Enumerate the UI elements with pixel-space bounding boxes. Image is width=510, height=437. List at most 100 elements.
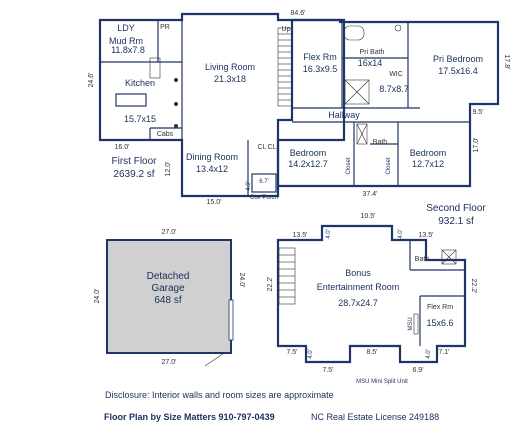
garage-label-2: Garage (151, 283, 185, 294)
bonus-outline (276, 224, 467, 364)
bath-shower (356, 123, 368, 145)
dim-bonus-left: 22.2' (267, 277, 274, 292)
garage-area: 648 sf (154, 295, 181, 306)
room-flex-rm: Flex Rm (303, 52, 337, 62)
first-floor-area: 2639.2 sf (113, 169, 154, 180)
room-cabs: Cabs (157, 131, 174, 138)
dim-garage-left: 24.0' (94, 289, 101, 304)
second-floor: Flex Rm 16.3x9.5 Pri Bath 16x14 WIC 8.7x… (258, 18, 510, 227)
dim-bonus-top: 10.5' (361, 213, 376, 220)
dim-bonus-notch-r: 4.0' (398, 229, 404, 239)
bonus-flex-rm: Flex Rm (427, 304, 453, 311)
room-bedroom-a-size: 14.2x12.7 (288, 159, 328, 169)
stairs-up (277, 27, 293, 107)
dim-bonus-bottom-mid: 8.5' (366, 349, 377, 356)
bonus-label-1: Bonus (345, 268, 371, 278)
dim-bonus-bottom-left-low: 7.5' (322, 367, 333, 374)
disclosure-text: Disclosure: Interior walls and room size… (105, 390, 334, 400)
dim-dining-left: 12.0' (165, 162, 172, 177)
dim-sf-right: 17.8' (503, 55, 510, 70)
dim-bonus-bottom-right: 7.1' (438, 349, 449, 356)
room-dining-size: 13.4x12 (196, 164, 228, 174)
dim-bonus-notch-l: 4.0' (326, 229, 332, 239)
room-bath: Bath (373, 139, 388, 146)
toilet (394, 24, 402, 32)
second-floor-area: 932.1 sf (438, 216, 474, 227)
room-mud-rm-size: 11.8x7.8 (111, 45, 145, 55)
bonus-stairs (278, 247, 296, 305)
first-floor-label: First Floor (112, 156, 158, 167)
dim-top-cut: 84.6' (291, 10, 306, 17)
room-living-size: 21.3x18 (214, 74, 246, 84)
dim-bonus-bottom-notch-r: 4.0' (426, 349, 432, 359)
dim-sf-right-step: 9.5' (472, 109, 483, 116)
room-wic-size: 8.7x8.7 (379, 84, 409, 94)
dim-porch-w: 6.7' (259, 179, 269, 185)
room-mud-rm: Mud Rm (109, 36, 143, 46)
second-floor-outline (276, 18, 500, 188)
dim-ff-left: 24.6' (88, 73, 95, 88)
garage-door-swing (204, 352, 225, 367)
bathtub (343, 25, 365, 41)
room-kitchen-size: 15.7x15 (124, 114, 156, 124)
bonus-room: Bonus Entertainment Room 28.7x24.7 Bath … (267, 213, 477, 385)
room-pr: PR (160, 24, 170, 31)
room-pri-bedroom: Pri Bedroom (433, 54, 483, 64)
license-text: NC Real Estate License 249188 (311, 412, 439, 422)
dim-bonus-bottom-left: 7.5' (286, 349, 297, 356)
room-ldy: LDY (117, 23, 135, 33)
dim-sf-bottom: 37.4' (363, 191, 378, 198)
column-marker (174, 78, 178, 82)
shower (344, 79, 370, 105)
garage-door (228, 299, 234, 341)
kitchen-island (115, 93, 147, 107)
dim-garage-bottom: 27.0' (162, 359, 177, 366)
dim-bonus-right: 22.2' (470, 279, 477, 294)
dim-bonus-top-left: 13.5' (293, 232, 308, 239)
room-cov-porch: Cov Porch (250, 195, 278, 201)
column-marker (174, 102, 178, 106)
room-dining: Dining Room (186, 152, 238, 162)
dim-bonus-top-right: 13.5' (419, 232, 434, 239)
garage-label-1: Detached (147, 271, 190, 282)
room-kitchen: Kitchen (125, 78, 155, 88)
room-bedroom-b: Bedroom (410, 148, 447, 158)
dim-bonus-bottom-notch-l: 4.0' (308, 349, 314, 359)
bonus-flex-rm-size: 15x6.6 (426, 318, 453, 328)
room-closet-a: Closet (346, 157, 352, 174)
dim-kitchen-bottom: 16.0' (115, 144, 130, 151)
room-pri-bath: Pri Bath (360, 49, 385, 56)
msu-unit (413, 313, 419, 335)
bonus-msu: MSU (408, 317, 414, 330)
room-pri-bedroom-size: 17.5x16.4 (438, 66, 478, 76)
bonus-label-2: Entertainment Room (317, 282, 400, 292)
second-floor-label: Second Floor (426, 203, 486, 214)
bonus-size: 28.7x24.7 (338, 298, 378, 308)
room-bedroom-b-size: 12.7x12 (412, 159, 444, 169)
room-cl-b: CL (268, 144, 277, 151)
stairs-up-label: Up (282, 26, 291, 33)
garage-outline (106, 239, 232, 354)
bonus-bath: Bath (415, 256, 430, 263)
dim-ff-bottom: 15.0' (207, 199, 222, 206)
dim-sf-right-lower: 17.0' (473, 138, 480, 153)
room-bedroom-a: Bedroom (290, 148, 327, 158)
credit-text: Floor Plan by Size Matters 910-797-0439 (104, 412, 275, 422)
room-living: Living Room (205, 62, 255, 72)
room-wic: WIC (389, 71, 403, 78)
first-floor: LDY PR Mud Rm 11.8x7.8 Kitchen 15.7x15 C… (88, 10, 346, 206)
detached-garage: Detached Garage 648 sf 27.0' 27.0' 24.0'… (94, 229, 245, 367)
fridge (149, 57, 161, 79)
room-closet-b: Closet (386, 157, 392, 174)
room-hallway: Hallway (328, 110, 360, 120)
dim-bonus-bottom-right-low: 6.9' (412, 367, 423, 374)
room-cl-a: CL (258, 144, 267, 151)
dim-porch-h: 4.0' (246, 181, 252, 191)
dim-garage-right: 24.0' (238, 273, 245, 288)
porch-outline (251, 173, 277, 193)
bonus-msu-note: MSU Mini Split Unit (356, 379, 408, 385)
column-marker (174, 124, 178, 128)
bonus-shower (441, 249, 457, 265)
